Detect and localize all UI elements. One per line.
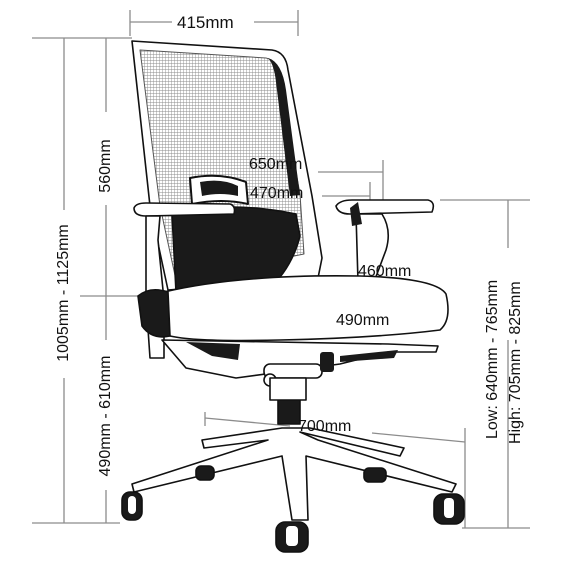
arm-inner-width-label: 470mm: [250, 185, 304, 202]
gas-lift: [277, 397, 301, 425]
seat-height-label: 490mm - 610mm: [97, 355, 114, 477]
caster-front-center: [275, 521, 309, 553]
arm-outer-width-label: 650mm: [249, 156, 303, 173]
star-base: [131, 427, 457, 521]
right-arm-post: [355, 213, 390, 283]
caster-back-left: [195, 465, 215, 481]
base-diameter-label: 700mm: [298, 418, 352, 435]
backrest-right-band: [268, 58, 300, 196]
caster-front-left: [121, 491, 143, 521]
arm-height-high-label: High: 705mm - 825mm: [507, 281, 524, 444]
arm-height-low-label: Low: 640mm - 765mm: [484, 279, 501, 439]
overall-height-label: 1005mm - 1125mm: [55, 224, 72, 362]
right-armrest-pad: [335, 199, 435, 215]
seat-depth-label: 460mm: [358, 263, 412, 280]
seat-width-label: 490mm: [336, 312, 390, 329]
seat-cushion: [162, 275, 449, 342]
left-armrest-pad: [133, 202, 236, 217]
back-height-label: 560mm: [97, 139, 114, 193]
caster-back-right: [363, 467, 387, 483]
chair: [121, 40, 465, 553]
caster-front-right: [433, 493, 465, 525]
seat-left-side: [137, 288, 171, 338]
top-width-label: 415mm: [177, 13, 234, 32]
